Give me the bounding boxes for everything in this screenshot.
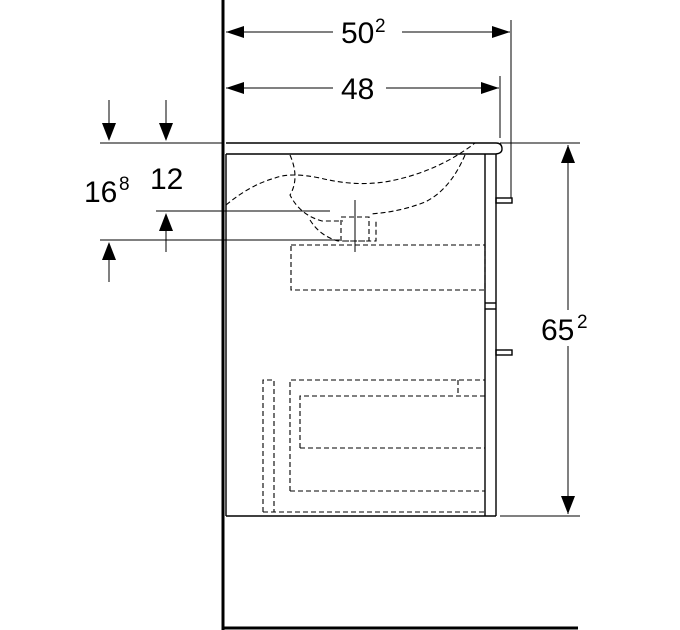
arrow-icon <box>492 26 510 38</box>
arrow-icon <box>159 213 173 231</box>
extension-lines <box>100 20 580 517</box>
drain-height-inner-value: 12 <box>150 163 183 196</box>
arrow-icon <box>561 496 575 514</box>
arrow-icon <box>159 123 173 141</box>
drain-height-outer-sup: 8 <box>119 174 130 195</box>
countertop <box>226 142 503 155</box>
basin-depth-value: 48 <box>341 73 374 106</box>
dimension-overall-depth: 50 2 <box>226 16 510 50</box>
arrow-icon <box>226 82 244 94</box>
arrow-icon <box>481 82 499 94</box>
cabinet-height-value: 65 <box>541 314 574 347</box>
cabinet-body <box>225 154 497 517</box>
arrow-icon <box>102 123 116 141</box>
dimension-cabinet-height: 65 2 <box>541 145 588 514</box>
drawer-hidden-lines <box>262 379 485 513</box>
basin-hidden-lines <box>225 142 476 252</box>
dimension-drain-height-outer: 16 8 <box>84 100 130 282</box>
drawer-handles <box>495 197 513 356</box>
siphon-box-hidden <box>290 244 486 291</box>
overall-depth-value: 50 <box>341 17 374 50</box>
cabinet-height-sup: 2 <box>577 312 588 333</box>
drain-height-outer-value: 16 <box>84 176 117 209</box>
arrow-icon <box>561 145 575 163</box>
wall-and-floor <box>221 0 578 630</box>
dimension-basin-depth: 48 <box>226 73 499 106</box>
dimension-drain-height-inner: 12 <box>150 100 183 252</box>
lower-handle <box>495 349 513 356</box>
upper-handle <box>495 197 513 204</box>
arrow-icon <box>102 242 116 260</box>
arrow-icon <box>226 26 244 38</box>
overall-depth-sup: 2 <box>375 16 386 37</box>
